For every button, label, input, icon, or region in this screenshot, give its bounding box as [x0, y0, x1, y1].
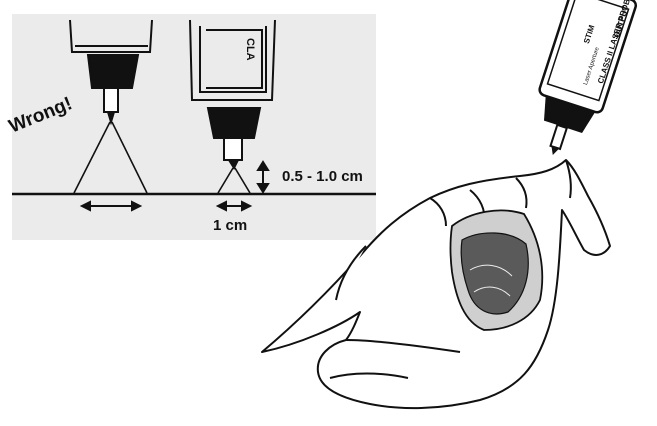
spot-size-label: 1 cm	[213, 217, 247, 234]
instruction-panel	[12, 14, 376, 240]
distance-label: 0.5 - 1.0 cm	[282, 168, 363, 185]
side-probe-class-label: CLA	[244, 38, 256, 61]
wound-area	[451, 210, 543, 330]
